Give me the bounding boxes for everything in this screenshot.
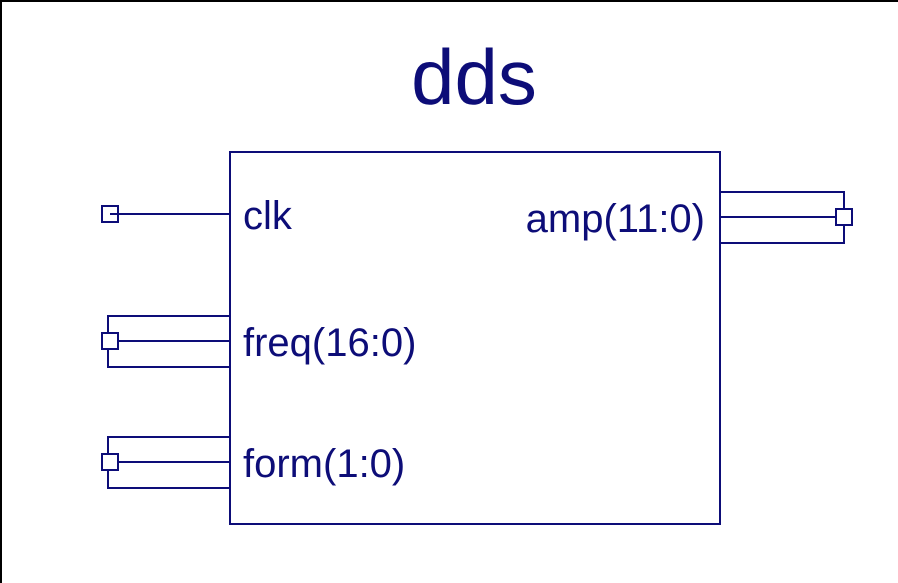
port-form[interactable]: form(1:0): [101, 436, 405, 489]
port-clk[interactable]: clk: [101, 194, 293, 238]
port-freq[interactable]: freq(16:0): [101, 315, 416, 368]
port-amp[interactable]: amp(11:0): [526, 191, 853, 244]
port-form-label: form(1:0): [243, 442, 405, 486]
port-freq-label: freq(16:0): [243, 321, 416, 365]
port-amp-label: amp(11:0): [526, 197, 705, 241]
port-amp-terminal-square[interactable]: [835, 208, 853, 226]
port-freq-terminal-square[interactable]: [101, 332, 119, 350]
port-clk-label: clk: [243, 194, 293, 238]
symbol-title: dds: [411, 33, 537, 121]
port-form-terminal-square[interactable]: [101, 453, 119, 471]
image-frame-top-border: [0, 0, 898, 2]
image-frame-left-border: [0, 0, 2, 583]
